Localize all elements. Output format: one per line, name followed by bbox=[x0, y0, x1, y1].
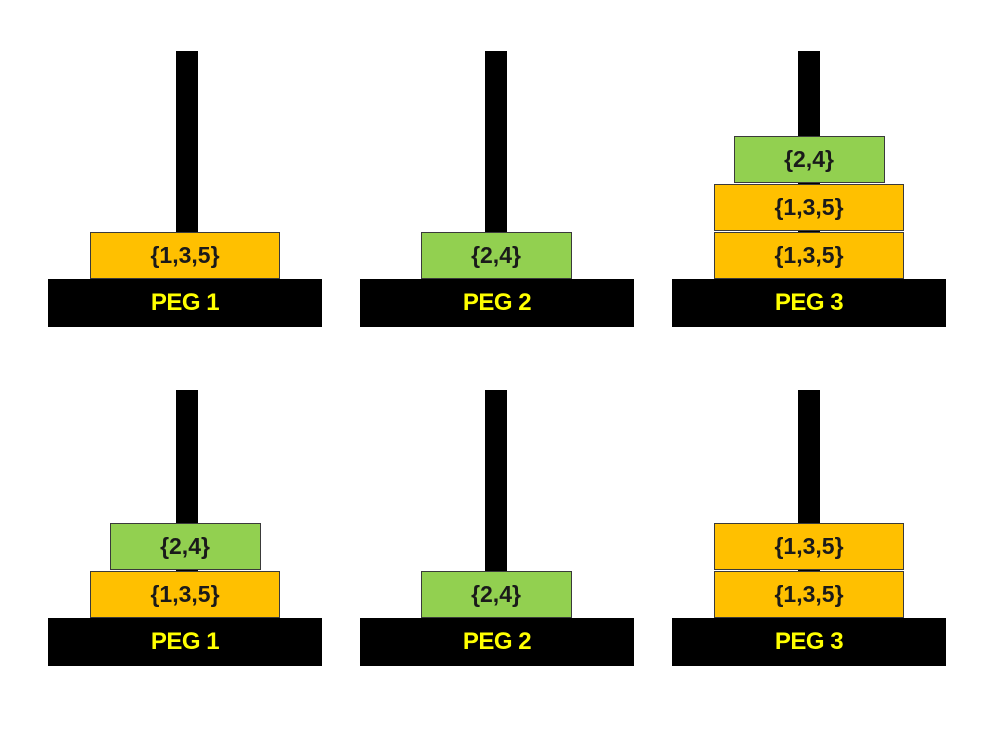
peg-pole bbox=[485, 51, 507, 281]
even-set-disk: {2,4} bbox=[420, 571, 572, 618]
odd-set-disk: {1,3,5} bbox=[714, 523, 904, 570]
peg-3-row-1: {1,3,5}{1,3,5}{2,4}PEG 3 bbox=[672, 51, 946, 327]
odd-set-disk: {1,3,5} bbox=[714, 232, 904, 279]
peg-pole bbox=[176, 51, 198, 281]
peg-base-label: PEG 2 bbox=[360, 279, 634, 327]
odd-set-disk: {1,3,5} bbox=[714, 184, 904, 231]
peg-base-label: PEG 3 bbox=[672, 618, 946, 666]
peg-base-label: PEG 3 bbox=[672, 279, 946, 327]
odd-set-disk: {1,3,5} bbox=[714, 571, 904, 618]
even-set-disk: {2,4} bbox=[733, 136, 885, 183]
peg-3-row-2: {1,3,5}{1,3,5}PEG 3 bbox=[672, 390, 946, 666]
odd-set-disk: {1,3,5} bbox=[90, 232, 280, 279]
peg-base-label: PEG 1 bbox=[48, 618, 322, 666]
peg-base-label: PEG 1 bbox=[48, 279, 322, 327]
peg-1-row-1: {1,3,5}PEG 1 bbox=[48, 51, 322, 327]
odd-set-disk: {1,3,5} bbox=[90, 571, 280, 618]
peg-1-row-2: {1,3,5}{2,4} PEG 1 bbox=[48, 390, 322, 666]
peg-2-row-1: {2,4}PEG 2 bbox=[360, 51, 634, 327]
peg-base-label: PEG 2 bbox=[360, 618, 634, 666]
peg-pole bbox=[485, 390, 507, 620]
even-set-disk: {2,4} bbox=[109, 523, 261, 570]
even-set-disk: {2,4} bbox=[420, 232, 572, 279]
peg-2-row-2: {2,4}PEG 2 bbox=[360, 390, 634, 666]
